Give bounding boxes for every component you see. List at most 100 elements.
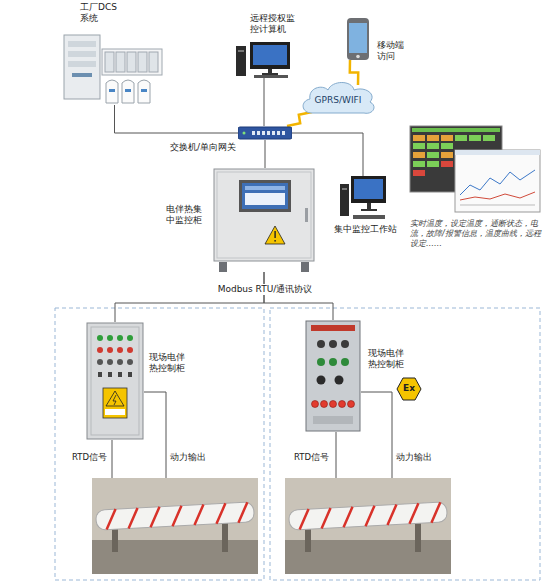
illustration-part (87, 323, 143, 439)
remote-computer: 远程授权监 控计算机 (236, 42, 292, 78)
illustration-part (329, 340, 337, 348)
mobile-phone-icon (345, 18, 371, 60)
network-switch-icon (238, 126, 292, 140)
illustration-part (460, 192, 535, 200)
illustration-part (127, 52, 136, 72)
illustration-part (361, 392, 392, 490)
illustration-part (311, 325, 355, 331)
illustration-part (243, 132, 246, 135)
signal-label: RTD信号 (294, 452, 329, 463)
illustration-part (413, 135, 453, 158)
illustration-part (347, 18, 369, 60)
illustration-part (441, 161, 453, 167)
illustration-part (299, 502, 442, 529)
illustration-part (303, 83, 374, 114)
illustration-part (340, 184, 349, 216)
illustration-part (335, 376, 344, 385)
illustration-part (274, 231, 275, 238)
illustration-part (72, 73, 92, 77)
illustration-part (367, 203, 371, 209)
node-label: 工厂DCS 系统 (80, 2, 126, 25)
illustration-part (341, 358, 349, 366)
signal-label: 动力输出 (170, 452, 206, 463)
illustration-part (144, 392, 166, 490)
illustration-part (238, 50, 244, 52)
illustration-part (128, 372, 132, 377)
workstation-icon (340, 176, 386, 220)
field-cabinet-icon (86, 322, 144, 440)
illustration-part (219, 262, 227, 272)
illustration-part (98, 372, 132, 377)
screen-caption: 实时温度，设定温度，通断状态，电流，故障/报警信息，温度曲线，远程设定…… (410, 219, 542, 249)
network-cloud: GPRS/WIFI (298, 80, 378, 116)
screenshot (410, 126, 540, 212)
illustration-part (254, 75, 288, 78)
wireless-link (287, 112, 312, 126)
illustration-part (105, 52, 114, 72)
illustration-part (109, 89, 115, 92)
illustration-part (317, 376, 344, 385)
illustration-part (106, 502, 249, 529)
dcs-system-icon (62, 27, 167, 105)
illustration-part (103, 388, 127, 418)
illustration-part (317, 340, 349, 348)
illustration-part (68, 61, 96, 67)
illustration-part (92, 478, 258, 574)
illustration-part (242, 183, 288, 209)
node-label: 远程授权监 控计算机 (250, 13, 300, 36)
wire-connector (115, 105, 239, 133)
illustration-part (483, 135, 495, 141)
illustration-part (277, 131, 280, 135)
illustration-part (413, 161, 453, 176)
illustration-part (245, 193, 285, 205)
illustration-part (125, 89, 131, 92)
illustration-part (257, 131, 260, 135)
field-cabinet-icon (305, 320, 361, 432)
wire-connector (264, 78, 265, 126)
wire-connector (264, 272, 333, 320)
illustration-part (107, 347, 113, 353)
illustration-part (97, 347, 133, 353)
node-label: 交换机/单向网关 (170, 142, 236, 153)
illustration-part (305, 208, 308, 222)
illustration-part (239, 180, 291, 212)
illustration-part (116, 52, 125, 72)
illustration-part (413, 152, 425, 158)
illustration-part (460, 205, 535, 206)
illustration-part (427, 161, 439, 167)
illustration-part (106, 80, 118, 103)
illustration-part (354, 179, 383, 199)
illustration-part (149, 52, 158, 72)
illustration-part (272, 131, 275, 135)
illustration-part (441, 143, 453, 149)
illustration-part (253, 45, 287, 65)
illustration-part (108, 372, 112, 377)
illustration-part (138, 52, 147, 72)
illustration-part (127, 359, 133, 365)
illustration-part (109, 89, 147, 92)
illustration-part (97, 335, 103, 341)
illustration-part (97, 359, 103, 365)
illustration-part (91, 327, 139, 435)
field-cabinet: 现场电伴 热控制柜 (86, 322, 144, 440)
field-wire (112, 392, 392, 490)
illustration-part (252, 131, 285, 135)
illustration-part (469, 135, 481, 141)
illustration-part (97, 347, 103, 353)
illustration-part (250, 42, 290, 69)
illustration-part (341, 340, 349, 348)
illustration-part (455, 135, 467, 141)
illustration-part (317, 340, 325, 348)
illustration-part (105, 409, 125, 415)
illustration-part (348, 401, 355, 408)
illustration-part (312, 401, 355, 408)
illustration-part (317, 358, 349, 366)
illustration-part (106, 80, 150, 103)
illustration-part (245, 186, 285, 190)
illustration-part (68, 41, 96, 47)
wire-connector (115, 272, 264, 322)
illustration-part (214, 169, 314, 261)
illustration-part (339, 401, 346, 408)
illustration-part (356, 55, 360, 59)
illustration-part (138, 80, 150, 103)
